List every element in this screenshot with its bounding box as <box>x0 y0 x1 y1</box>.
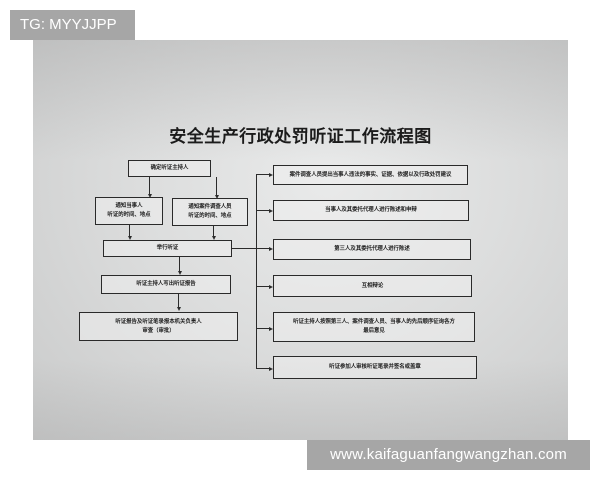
right-step-6: 听证参加人审核听证笔录并签名或盖章 <box>273 356 477 379</box>
arrow-right-icon <box>269 366 273 371</box>
step-determine-host-label: 确定听证主持人 <box>150 165 189 171</box>
flowchart-title: 安全生产行政处罚听证工作流程图 <box>169 127 432 147</box>
step-notify-party-line2: 听证的时间、地点 <box>107 212 151 218</box>
branch-2 <box>256 210 270 212</box>
arrow-down-icon <box>127 236 132 240</box>
right-step-5: 听证主持人按照第三人、案件调查人员、当事人的先后顺序征询各方 最后意见 <box>273 312 475 342</box>
flowchart-photo: 安全生产行政处罚听证工作流程图 确定听证主持人 通知当事人 听证的时间、地点 通… <box>33 40 568 440</box>
right-step-2: 当事人及其委托代理人进行陈述和申辩 <box>273 200 469 221</box>
right-step-1: 案件调查人员提出当事人违法的事实、证据、依据以及行政处罚建议 <box>273 165 468 185</box>
step-notify-investigator-line1: 通知案件调查人员 <box>188 204 232 210</box>
arrow-right-icon <box>269 172 273 177</box>
right-spine <box>256 174 258 368</box>
step-hold-hearing: 举行听证 <box>103 240 232 257</box>
connector-hearing-to-right <box>232 248 269 250</box>
step-notify-investigator: 通知案件调查人员 听证的时间、地点 <box>172 198 248 226</box>
right-step-6-label: 听证参加人审核听证笔录并签名或盖章 <box>329 364 421 370</box>
connector-investigator-to-hearing <box>213 226 215 238</box>
connector-report-to-submit <box>178 294 180 309</box>
connector-party-to-hearing <box>129 225 131 238</box>
right-step-3-label: 第三人及其委托代理人进行陈述 <box>334 246 410 252</box>
watermark-bottom-right: www.kaifaguanfangwangzhan.com <box>307 440 590 470</box>
arrow-right-icon <box>269 326 273 331</box>
photo-shadow-top <box>33 40 568 160</box>
arrow-right-icon <box>269 208 273 213</box>
step-write-report: 听证主持人写出听证报告 <box>101 275 231 294</box>
arrow-down-icon <box>147 194 152 198</box>
step-notify-party: 通知当事人 听证的时间、地点 <box>95 197 163 225</box>
step-submit-report: 听证报告及听证笔录报本机关负责人 审查（审批） <box>79 312 238 341</box>
arrow-down-icon <box>176 307 181 311</box>
right-step-5-line2: 最后意见 <box>363 328 385 334</box>
step-write-report-label: 听证主持人写出听证报告 <box>136 281 196 287</box>
branch-6 <box>256 368 270 370</box>
connector-host-to-party <box>149 177 151 196</box>
step-hold-hearing-label: 举行听证 <box>156 245 179 251</box>
step-notify-party-line1: 通知当事人 <box>115 203 143 209</box>
right-step-2-label: 当事人及其委托代理人进行陈述和申辩 <box>325 207 417 213</box>
branch-1 <box>256 174 270 176</box>
connector-host-to-investigator <box>216 177 218 197</box>
arrow-down-icon <box>177 271 182 275</box>
branch-5 <box>256 328 270 330</box>
branch-4 <box>256 286 270 288</box>
watermark-top-left: TG: MYYJJPP <box>10 10 135 40</box>
arrow-down-icon <box>214 195 219 199</box>
step-notify-investigator-line2: 听证的时间、地点 <box>188 213 232 219</box>
right-step-1-label: 案件调查人员提出当事人违法的事实、证据、依据以及行政处罚建议 <box>289 171 452 178</box>
arrow-right-icon <box>269 246 273 251</box>
right-step-4-label: 互相辩论 <box>361 282 384 289</box>
step-determine-host: 确定听证主持人 <box>128 160 211 177</box>
connector-hearing-to-report <box>179 257 181 273</box>
right-step-3: 第三人及其委托代理人进行陈述 <box>273 239 471 260</box>
arrow-right-icon <box>269 284 273 289</box>
arrow-down-icon <box>211 236 216 240</box>
right-step-5-line1: 听证主持人按照第三人、案件调查人员、当事人的先后顺序征询各方 <box>293 319 455 325</box>
step-submit-report-line2: 审查（审批） <box>142 327 175 334</box>
right-step-4: 互相辩论 <box>273 275 472 297</box>
step-submit-report-line1: 听证报告及听证笔录报本机关负责人 <box>115 318 202 325</box>
